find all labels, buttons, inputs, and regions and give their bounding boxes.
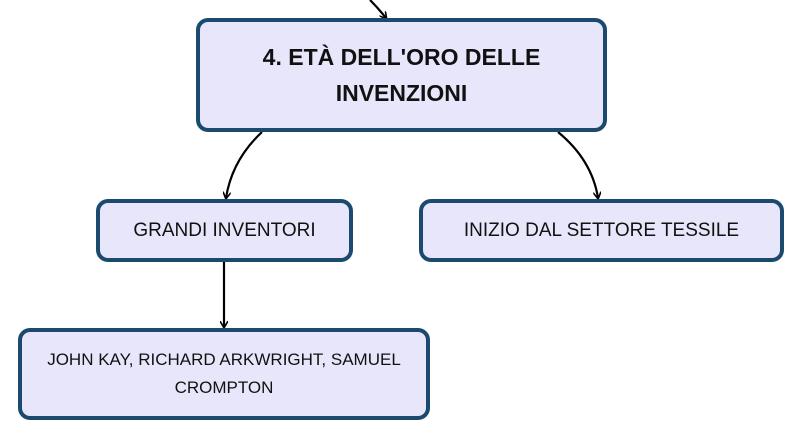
node-eta-oro-invenzioni[interactable]: 4. ETÀ DELL'ORO DELLE INVENZIONI [196,18,607,132]
connector-main-to-inventors [226,131,263,198]
node-label: GRANDI INVENTORI [133,219,316,241]
node-label: 4. ETÀ DELL'ORO DELLE INVENZIONI [262,44,541,106]
connector-main-to-textile [557,131,598,198]
node-inventor-names[interactable]: JOHN KAY, RICHARD ARKWRIGHT, SAMUEL CROM… [18,328,430,420]
node-settore-tessile[interactable]: INIZIO DAL SETTORE TESSILE [419,199,784,262]
node-label: JOHN KAY, RICHARD ARKWRIGHT, SAMUEL CROM… [47,350,401,397]
connector-incoming [369,0,386,18]
node-grandi-inventori[interactable]: GRANDI INVENTORI [96,199,353,262]
node-label: INIZIO DAL SETTORE TESSILE [463,219,740,241]
